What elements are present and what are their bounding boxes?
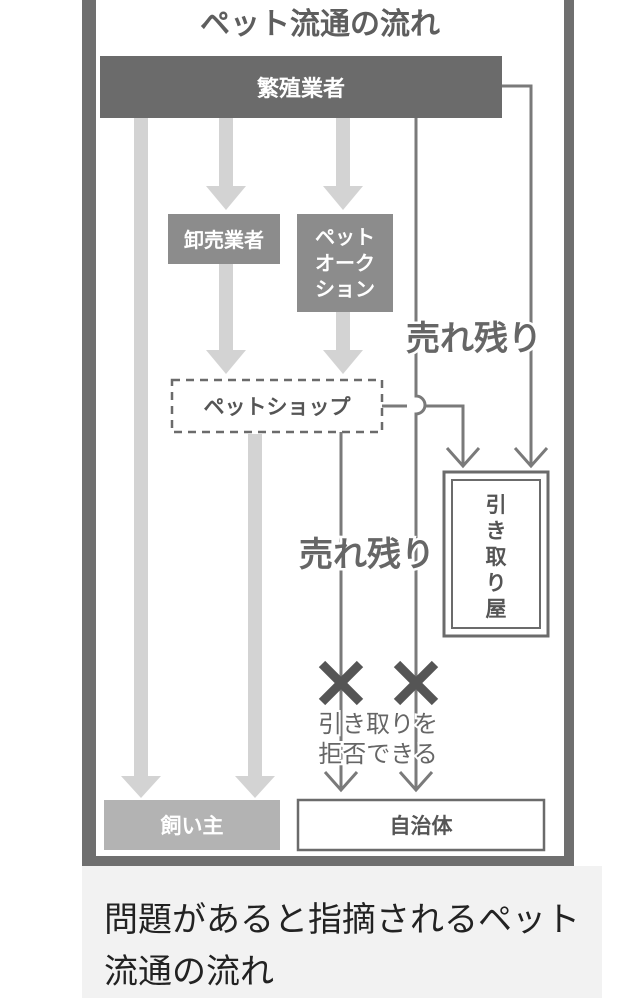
refuse-label-line-1: 引き取りを bbox=[318, 710, 438, 738]
breeder-label: 繁殖業者 bbox=[257, 76, 345, 102]
owner-label: 飼い主 bbox=[160, 814, 224, 838]
cross-mark-right bbox=[393, 660, 439, 706]
takeover-shop-char-5: 屋 bbox=[486, 597, 507, 621]
auction-label-line-2: オーク bbox=[315, 251, 375, 275]
diagram-title: ペット流通の流れ bbox=[200, 7, 440, 42]
pet-shop-label: ペットショップ bbox=[204, 395, 352, 419]
auction-label-line-3: ション bbox=[315, 277, 375, 301]
figure-caption: 問題があると指摘されるペット流通の流れ bbox=[82, 866, 602, 998]
auction-label-line-1: ペット bbox=[315, 225, 375, 249]
pet-shop-box bbox=[170, 378, 384, 434]
frame-right-bar bbox=[564, 0, 574, 870]
takeover-shop-char-1: 引 bbox=[486, 493, 507, 517]
municipality-label: 自治体 bbox=[390, 814, 454, 838]
takeover-shop-char-3: 取 bbox=[486, 545, 507, 569]
pet-distribution-diagram: ペット流通の流れ 繁殖業者 卸売業者 ペット オーク ション ペットショップ bbox=[0, 0, 619, 870]
municipality-box bbox=[296, 798, 546, 852]
owner-box bbox=[104, 800, 280, 850]
light-arrows bbox=[121, 118, 363, 798]
dark-arrows bbox=[323, 84, 549, 793]
wholesaler-label: 卸売業者 bbox=[184, 228, 264, 252]
takeover-shop-char-4: り bbox=[486, 571, 507, 595]
auction-box bbox=[297, 214, 393, 312]
takeover-shop-box-inner bbox=[451, 479, 541, 629]
leftover-label-lower: 売れ残り bbox=[299, 535, 435, 575]
diagram-background bbox=[0, 0, 619, 870]
leftover-label-upper: 売れ残り bbox=[406, 319, 542, 359]
takeover-shop-char-2: き bbox=[486, 519, 507, 543]
frame-left-bar bbox=[82, 0, 96, 870]
wholesaler-box bbox=[168, 214, 280, 264]
cross-mark-left bbox=[318, 660, 364, 706]
breeder-box bbox=[100, 56, 502, 118]
refuse-label-line-2: 拒否できる bbox=[318, 740, 438, 768]
